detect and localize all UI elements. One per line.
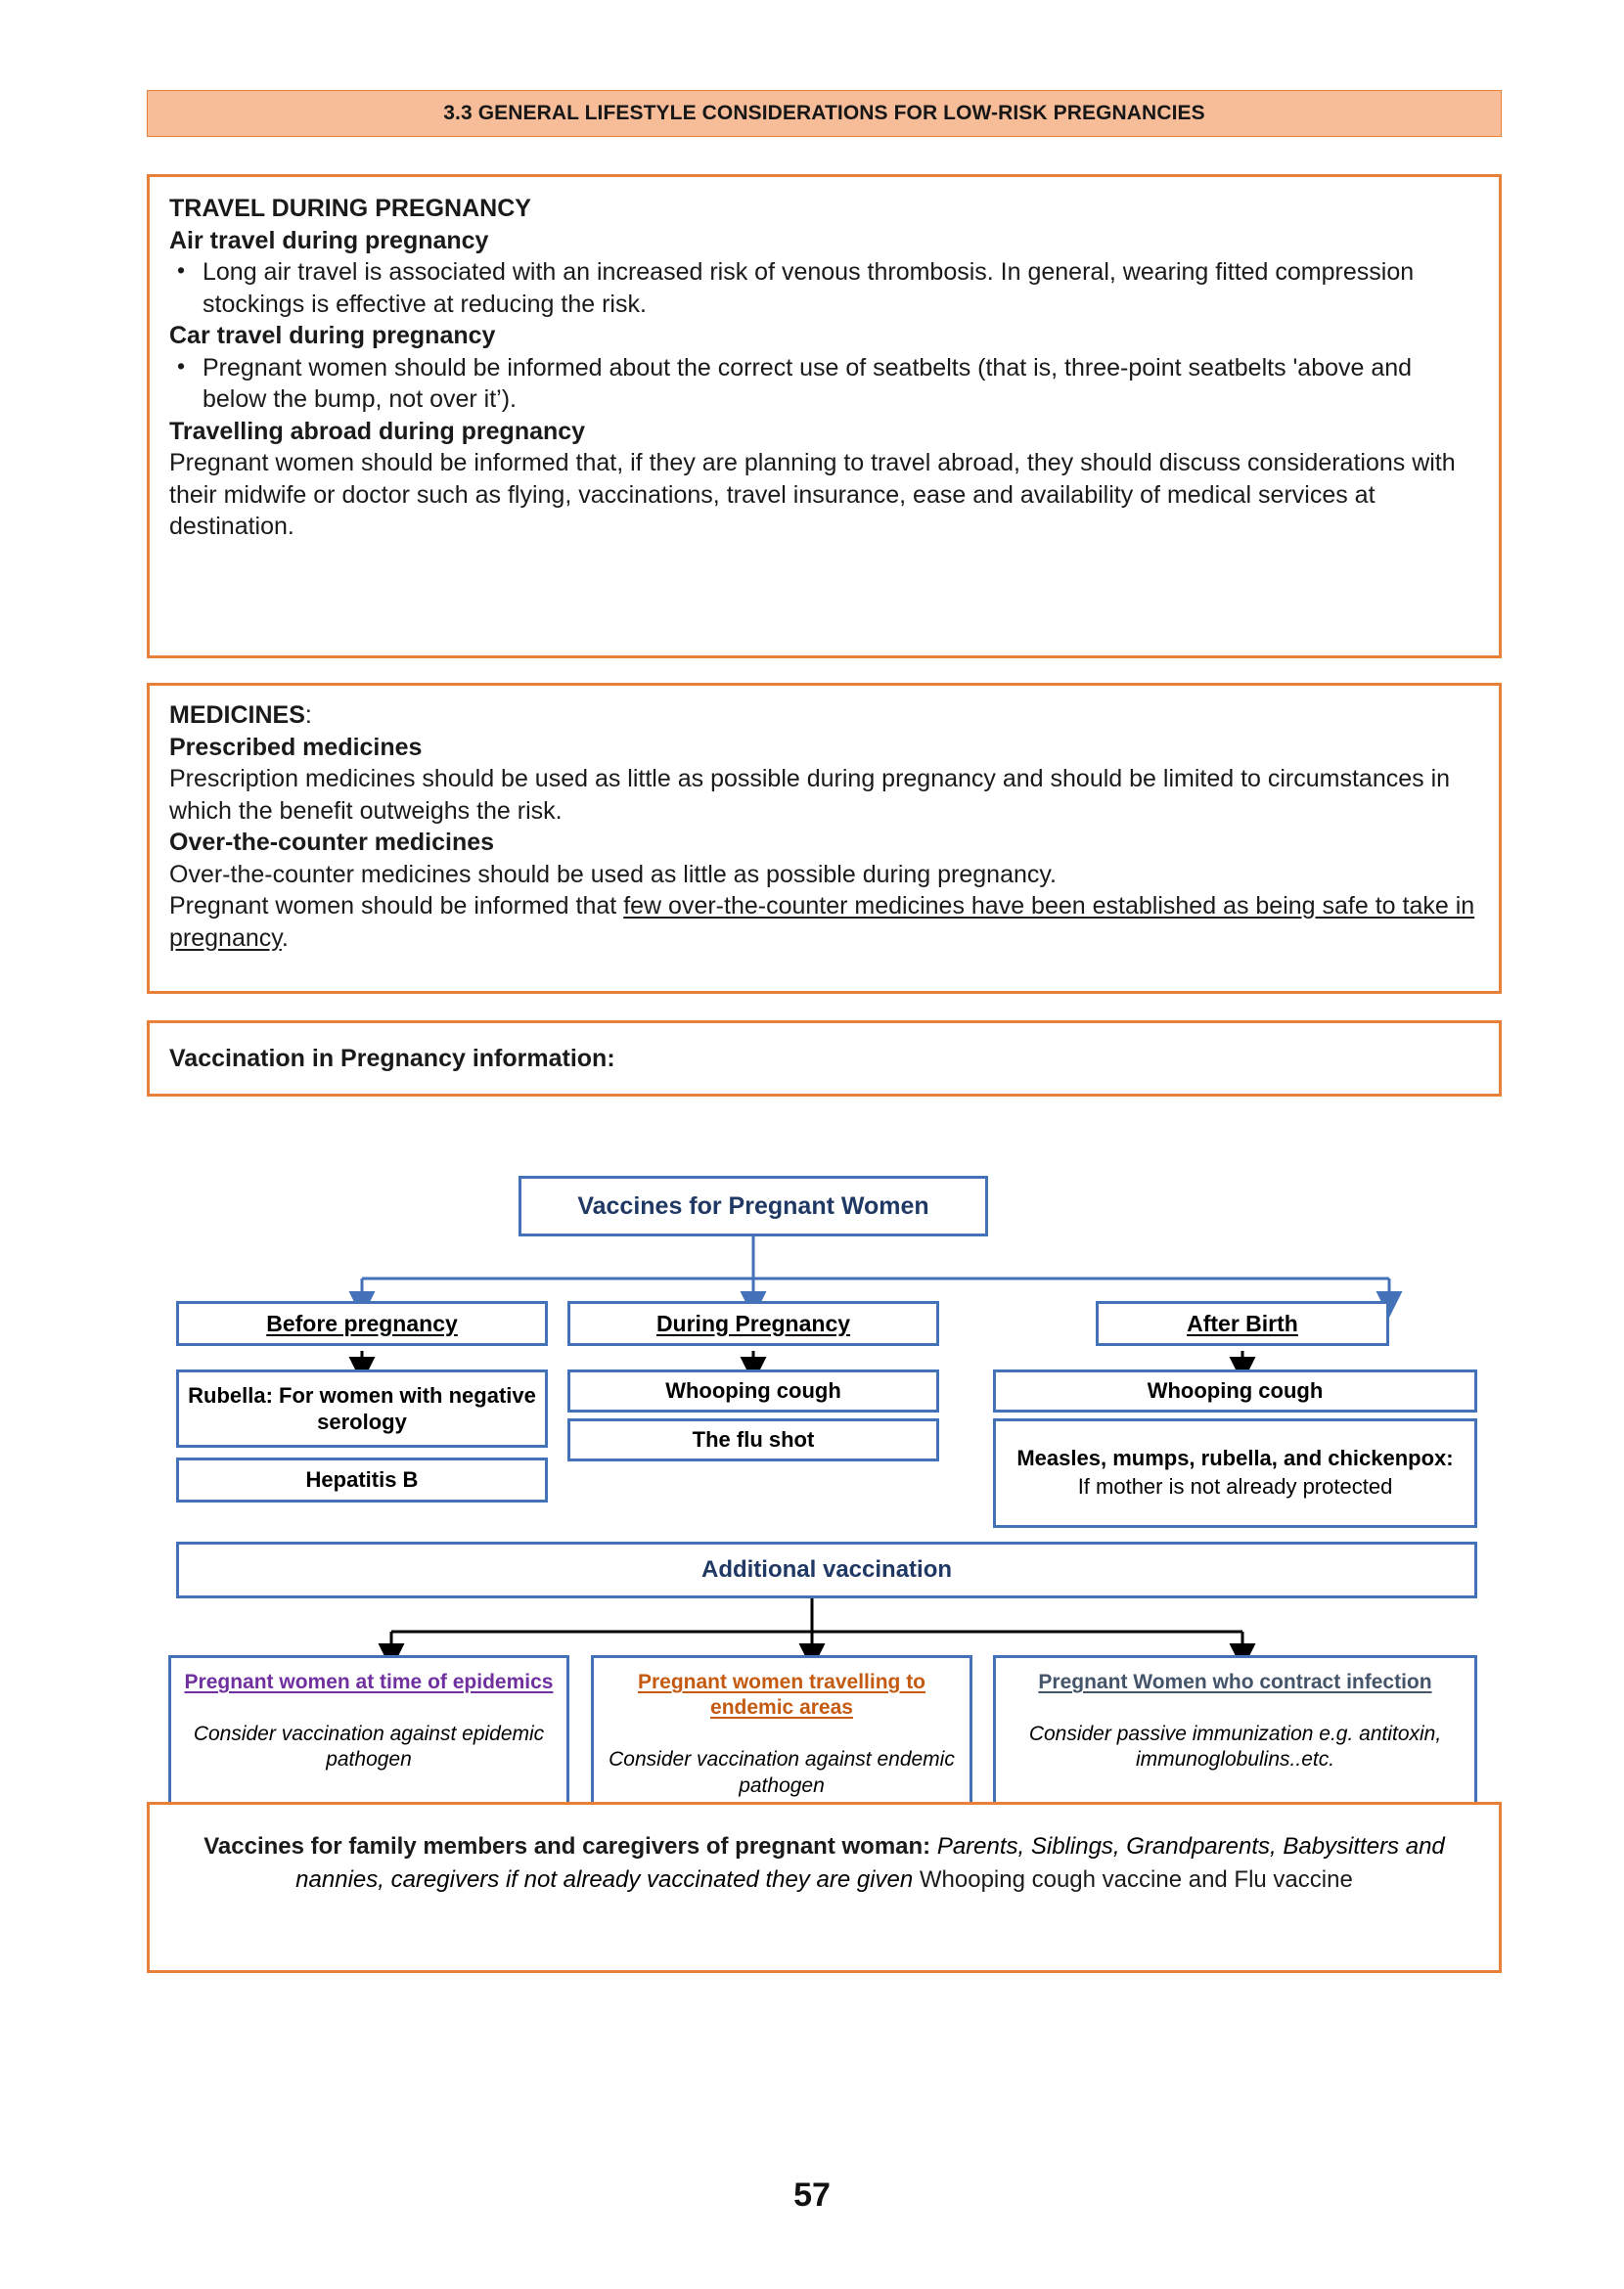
otc-medicines-text-1: Over-the-counter medicines should be use…: [169, 860, 1057, 888]
flow-item-label: Rubella: For women with negative serolog…: [188, 1382, 536, 1435]
travelling-abroad-heading: Travelling abroad during pregnancy: [169, 417, 586, 445]
flow-branch-after-birth[interactable]: After Birth: [1096, 1301, 1389, 1346]
flow-additional-group: Pregnant Women who contract infection Co…: [1004, 1670, 1466, 1773]
bullet-dot-icon: •: [177, 257, 186, 283]
car-travel-bullet-text: Pregnant women should be informed about …: [203, 353, 1413, 414]
flow-additional-body: Consider vaccination against epidemic pa…: [193, 1722, 545, 1772]
otc-medicines-text-2: Pregnant women should be informed that f…: [169, 890, 1479, 954]
prescribed-medicines-heading: Prescribed medicines: [169, 733, 423, 761]
flow-additional-heading: Pregnant women travelling to endemic are…: [637, 1671, 926, 1720]
vaccination-info-label: Vaccination in Pregnancy information:: [169, 1044, 615, 1072]
car-travel-bullet: • Pregnant women should be informed abou…: [169, 352, 1479, 416]
flow-additional-heading: Pregnant Women who contract infection: [1038, 1671, 1432, 1693]
flow-item-rubella[interactable]: Rubella: For women with negative serolog…: [176, 1369, 548, 1448]
otc-text-end: .: [281, 923, 289, 952]
flow-item-label: Whooping cough: [665, 1378, 841, 1403]
travelling-abroad-text: Pregnant women should be informed that, …: [169, 449, 1456, 540]
flow-additional-heading: Pregnant women at time of epidemics: [184, 1671, 554, 1693]
flow-additional-vaccination-label: Additional vaccination: [700, 1556, 953, 1583]
page-title: 3.3 GENERAL LIFESTYLE CONSIDERATIONS FOR…: [443, 102, 1205, 124]
flow-item-label-rest: If mother is not already protected: [1077, 1474, 1393, 1499]
flow-additional-group: Pregnant women travelling to endemic are…: [602, 1670, 962, 1799]
flow-additional-vaccination-box[interactable]: Additional vaccination: [176, 1542, 1477, 1598]
flow-item-mmr-chickenpox[interactable]: Measles, mumps, rubella, and chickenpox:…: [993, 1418, 1477, 1528]
car-travel-heading: Car travel during pregnancy: [169, 322, 496, 349]
flow-additional-group: Pregnant women at time of epidemics Cons…: [179, 1670, 559, 1773]
air-travel-heading: Air travel during pregnancy: [169, 226, 489, 254]
family-caregivers-plain: Whooping cough vaccine and Flu vaccine: [919, 1866, 1353, 1894]
air-travel-bullet-text: Long air travel is associated with an in…: [203, 258, 1415, 318]
vaccination-info-box: Vaccination in Pregnancy information:: [147, 1020, 1502, 1097]
flow-branch-during-pregnancy[interactable]: During Pregnancy: [567, 1301, 939, 1346]
flow-additional-epidemics[interactable]: Pregnant women at time of epidemics Cons…: [168, 1655, 569, 1807]
medicines-title: MEDICINES: [169, 701, 305, 729]
flow-additional-body: Consider passive immunization e.g. antit…: [1028, 1722, 1442, 1772]
flow-branch-before-pregnancy[interactable]: Before pregnancy: [176, 1301, 548, 1346]
otc-text-underlined: few over-the-counter medicines have been…: [169, 892, 1475, 952]
flow-item-label: The flu shot: [692, 1427, 815, 1452]
flow-item-whooping-cough-after[interactable]: Whooping cough: [993, 1369, 1477, 1413]
flow-item-flu-shot[interactable]: The flu shot: [567, 1418, 939, 1461]
prescribed-medicines-text: Prescription medicines should be used as…: [169, 765, 1451, 825]
flow-item-label-group: Measles, mumps, rubella, and chickenpox:…: [1004, 1445, 1466, 1501]
family-caregivers-text: Vaccines for family members and caregive…: [195, 1830, 1454, 1897]
flow-item-whooping-cough-during[interactable]: Whooping cough: [567, 1369, 939, 1413]
medicines-title-colon: :: [304, 701, 312, 729]
bullet-dot-icon: •: [177, 352, 186, 379]
air-travel-bullet: • Long air travel is associated with an …: [169, 256, 1479, 320]
flow-root-label: Vaccines for Pregnant Women: [577, 1191, 929, 1220]
flow-branch-label: After Birth: [1187, 1310, 1298, 1336]
flow-additional-body: Consider vaccination against endemic pat…: [609, 1748, 955, 1797]
flow-item-label: Whooping cough: [1147, 1378, 1324, 1403]
medicines-title-row: MEDICINES:: [169, 699, 1479, 732]
flow-root-box[interactable]: Vaccines for Pregnant Women: [519, 1176, 988, 1236]
section-header-banner: 3.3 GENERAL LIFESTYLE CONSIDERATIONS FOR…: [147, 90, 1502, 137]
flow-item-hepatitis-b[interactable]: Hepatitis B: [176, 1458, 548, 1503]
medicines-box: MEDICINES: Prescribed medicines Prescrip…: [147, 683, 1502, 994]
flow-branch-label: Before pregnancy: [266, 1310, 458, 1336]
flow-item-label: Hepatitis B: [305, 1467, 419, 1492]
flow-additional-endemic-travel[interactable]: Pregnant women travelling to endemic are…: [591, 1655, 972, 1807]
otc-text-plain: Pregnant women should be informed that: [169, 892, 624, 920]
flow-additional-contract-infection[interactable]: Pregnant Women who contract infection Co…: [993, 1655, 1477, 1807]
family-caregivers-box: Vaccines for family members and caregive…: [147, 1802, 1502, 1973]
flow-item-label-bold: Measles, mumps, rubella, and chickenpox:: [1016, 1446, 1454, 1471]
page-number: 57: [793, 2177, 831, 2214]
otc-medicines-heading: Over-the-counter medicines: [169, 829, 495, 856]
travel-box-title: TRAVEL DURING PREGNANCY: [169, 195, 531, 222]
flow-branch-label: During Pregnancy: [655, 1310, 851, 1336]
family-caregivers-italic: Parents, Siblings, Grandparents, Babysit…: [295, 1833, 1445, 1894]
family-caregivers-bold: Vaccines for family members and caregive…: [203, 1833, 931, 1860]
travel-during-pregnancy-box: TRAVEL DURING PREGNANCY Air travel durin…: [147, 174, 1502, 658]
